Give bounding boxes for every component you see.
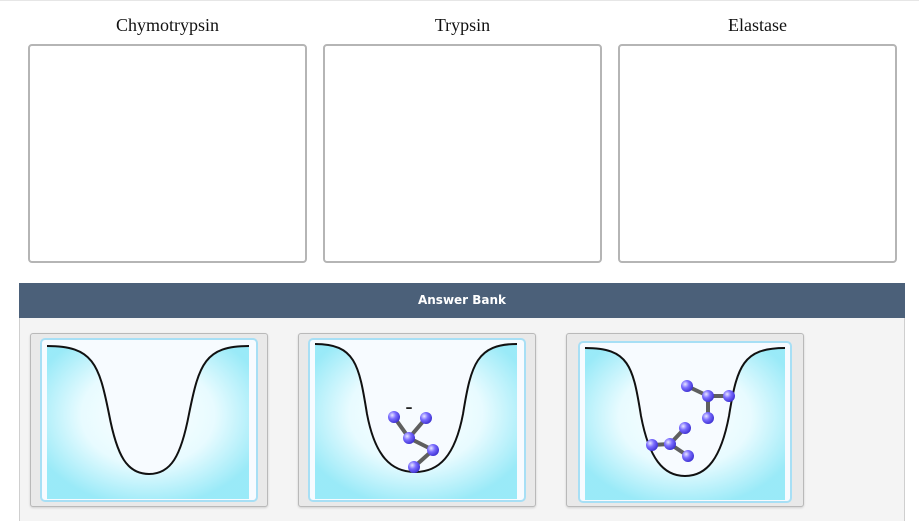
- category-title: Elastase: [728, 15, 787, 35]
- hydrophobic-pocket-icon: [578, 341, 792, 503]
- answer-card-empty-pocket[interactable]: [30, 333, 268, 507]
- negative-charge-symbol: –: [406, 400, 413, 416]
- category-chymotrypsin: Chymotrypsin: [28, 14, 307, 263]
- answer-bank-header: Answer Bank: [19, 283, 905, 318]
- charged-pocket-icon: –: [308, 338, 526, 502]
- category-title: Trypsin: [434, 15, 491, 35]
- answer-card-charged-pocket[interactable]: –: [298, 333, 536, 507]
- answer-card-hydrophobic-pocket[interactable]: [566, 333, 804, 507]
- drop-zone-trypsin[interactable]: [323, 44, 602, 263]
- category-elastase: Elastase: [618, 14, 897, 263]
- top-divider: [0, 0, 919, 1]
- drop-zone-chymotrypsin[interactable]: [28, 44, 307, 263]
- category-title: Chymotrypsin: [115, 15, 219, 35]
- category-trypsin: Trypsin: [323, 14, 602, 263]
- empty-pocket-icon: [40, 338, 258, 502]
- drop-zone-elastase[interactable]: [618, 44, 897, 263]
